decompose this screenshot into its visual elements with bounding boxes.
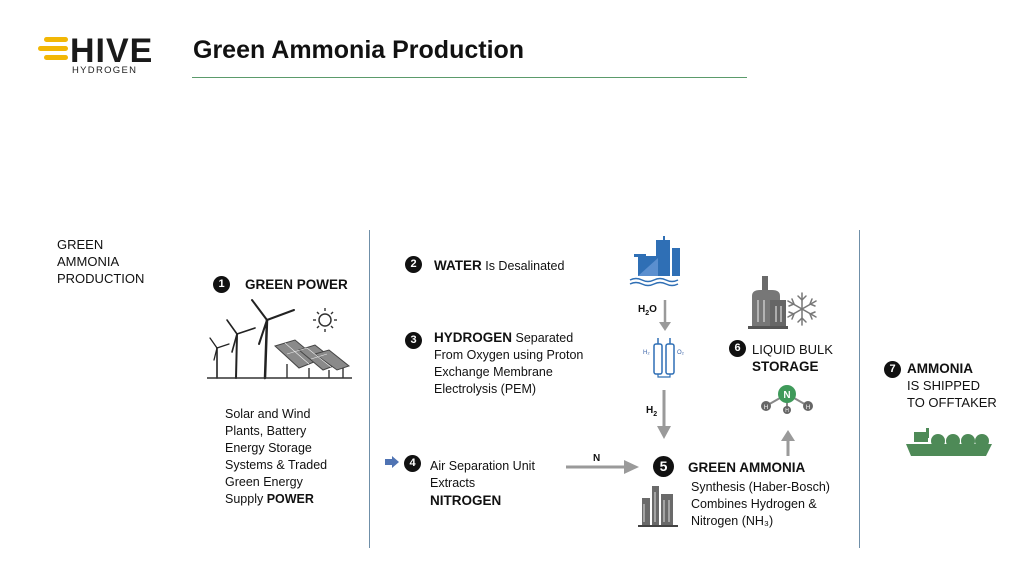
atom-h-right-label: H	[806, 405, 810, 411]
step-2-text: WATER Is Desalinated	[434, 257, 564, 275]
atom-n-label: N	[783, 390, 790, 401]
step-7-number: 7	[884, 361, 901, 378]
step-4-number: 4	[404, 455, 421, 472]
arrow-nitrogen-to-synthesis	[566, 459, 640, 475]
atom-h-bottom-label: H	[785, 408, 789, 414]
arrow-water-to-electrolysis	[658, 300, 672, 332]
step-1-description: Solar and Wind Plants, Battery Energy St…	[225, 406, 327, 508]
step-1-number: 1	[213, 276, 230, 293]
divider-right	[859, 230, 860, 548]
step-6-text: LIQUID BULK STORAGE	[752, 341, 833, 375]
step-5-title: GREEN AMMONIA	[688, 460, 805, 475]
electrolysis-cell-icon	[640, 338, 688, 378]
arrow-synthesis-to-storage	[780, 430, 796, 456]
title-underline	[192, 77, 747, 78]
cell-o2-label: O₂	[677, 350, 684, 356]
side-label: GREEN AMMONIA PRODUCTION	[57, 236, 144, 287]
synthesis-plant-icon	[638, 482, 678, 527]
step-7-text: AMMONIA IS SHIPPED TO OFFTAKER	[907, 360, 997, 411]
step-5-description: Synthesis (Haber-Bosch) Combines Hydroge…	[691, 479, 830, 530]
desalination-plant-icon	[628, 236, 686, 288]
storage-tanks-icon	[748, 276, 788, 330]
ammonia-molecule-icon: N H H H	[757, 380, 817, 416]
step-4-pointer-icon	[385, 456, 399, 468]
logo-mark-icon	[36, 34, 70, 64]
step-3-number: 3	[405, 332, 422, 349]
step-4-text: Air Separation Unit Extracts NITROGEN	[430, 458, 535, 509]
wind-solar-icon	[207, 298, 352, 384]
arrow-h2-to-synthesis	[656, 390, 672, 440]
step-6-number: 6	[729, 340, 746, 357]
divider-left	[369, 230, 370, 548]
step-1-title: GREEN POWER	[245, 277, 348, 292]
page-title: Green Ammonia Production	[193, 36, 524, 65]
step-3-text: HYDROGEN Separated From Oxygen using Pro…	[434, 329, 583, 398]
atom-h-left-label: H	[764, 405, 768, 411]
step-2-number: 2	[405, 256, 422, 273]
lng-ship-icon	[906, 424, 994, 458]
logo-subtitle: HYDROGEN	[72, 65, 137, 76]
cell-h2-label: H₂	[643, 350, 650, 356]
h2o-label: H2O	[638, 304, 657, 317]
step-5-number: 5	[653, 456, 674, 477]
snowflake-icon	[785, 291, 819, 327]
